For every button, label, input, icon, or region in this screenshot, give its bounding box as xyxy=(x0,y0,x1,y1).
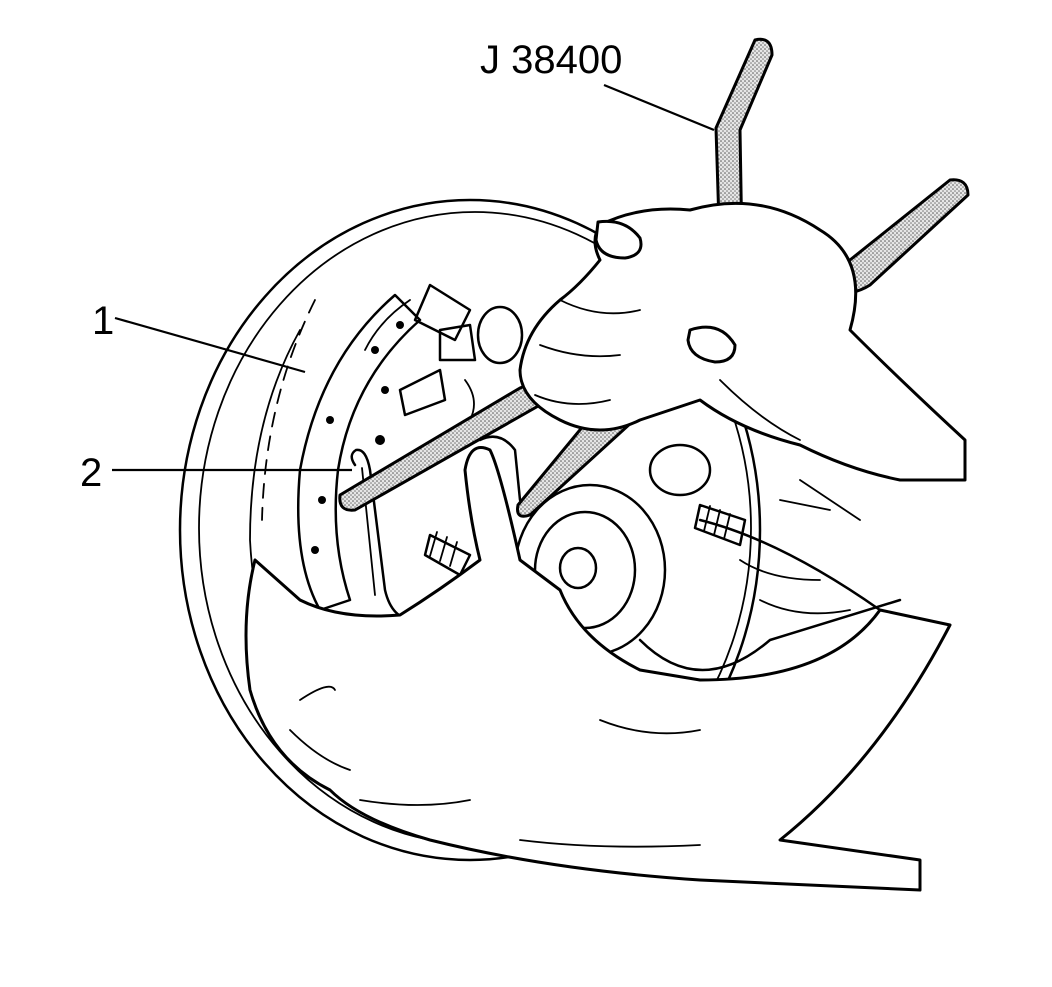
callout-1: 1 xyxy=(92,299,114,343)
upper-hand xyxy=(518,201,967,521)
callout-tool: J 38400 xyxy=(480,38,622,82)
brake-shoe xyxy=(296,293,422,612)
callout-2: 2 xyxy=(80,451,102,495)
wheel-stud-right xyxy=(693,503,747,547)
leader-line-tool xyxy=(603,83,715,132)
wheel-cylinder xyxy=(398,283,524,421)
wheel-stud-left xyxy=(423,531,472,577)
lower-hand xyxy=(244,435,952,892)
leader-line-1 xyxy=(114,316,306,374)
